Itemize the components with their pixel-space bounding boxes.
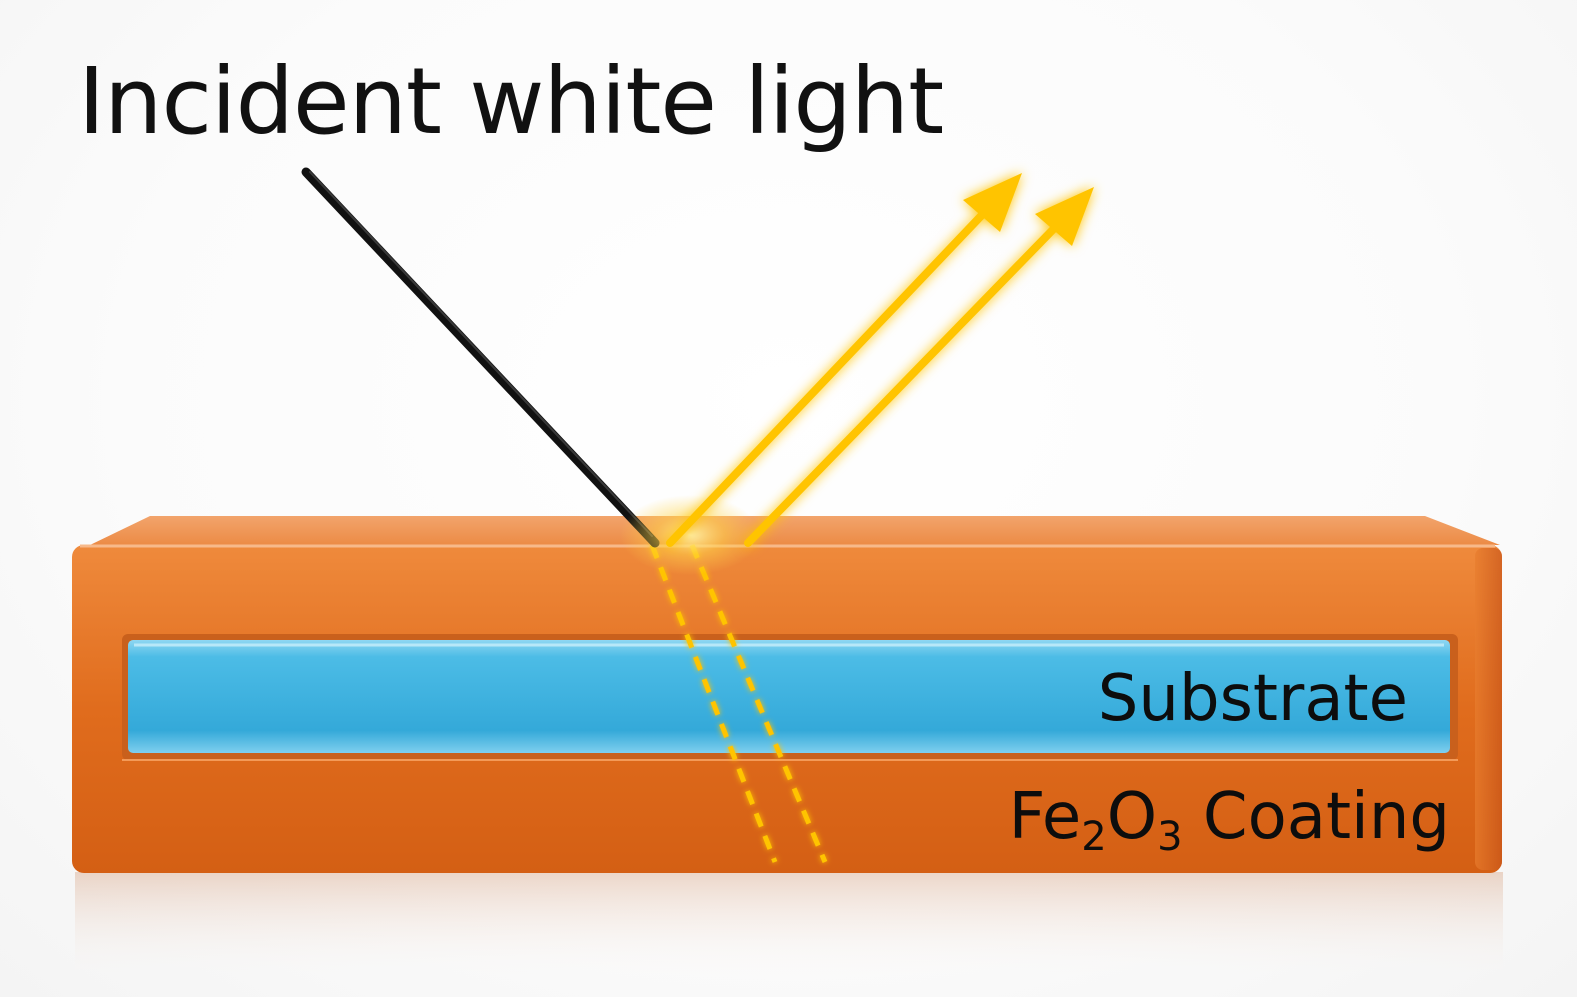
incident-ray-highlight <box>309 171 653 537</box>
substrate-label: Substrate <box>1098 662 1408 736</box>
reflected-ray-2 <box>744 187 1094 547</box>
diagram-title: Incident white light <box>78 48 943 155</box>
substrate-layer <box>128 640 1450 753</box>
refracted-ray-2 <box>689 544 828 863</box>
incident-ray <box>301 167 660 548</box>
coating-top-face <box>90 516 1500 545</box>
floor-shadow <box>75 872 1503 982</box>
refracted-ray-1 <box>649 544 778 863</box>
coating-side-shade <box>1475 548 1502 870</box>
coating-label: Fe2O3 Coating <box>1009 780 1450 860</box>
incidence-glow <box>620 495 760 575</box>
reflected-ray-1 <box>666 173 1022 547</box>
